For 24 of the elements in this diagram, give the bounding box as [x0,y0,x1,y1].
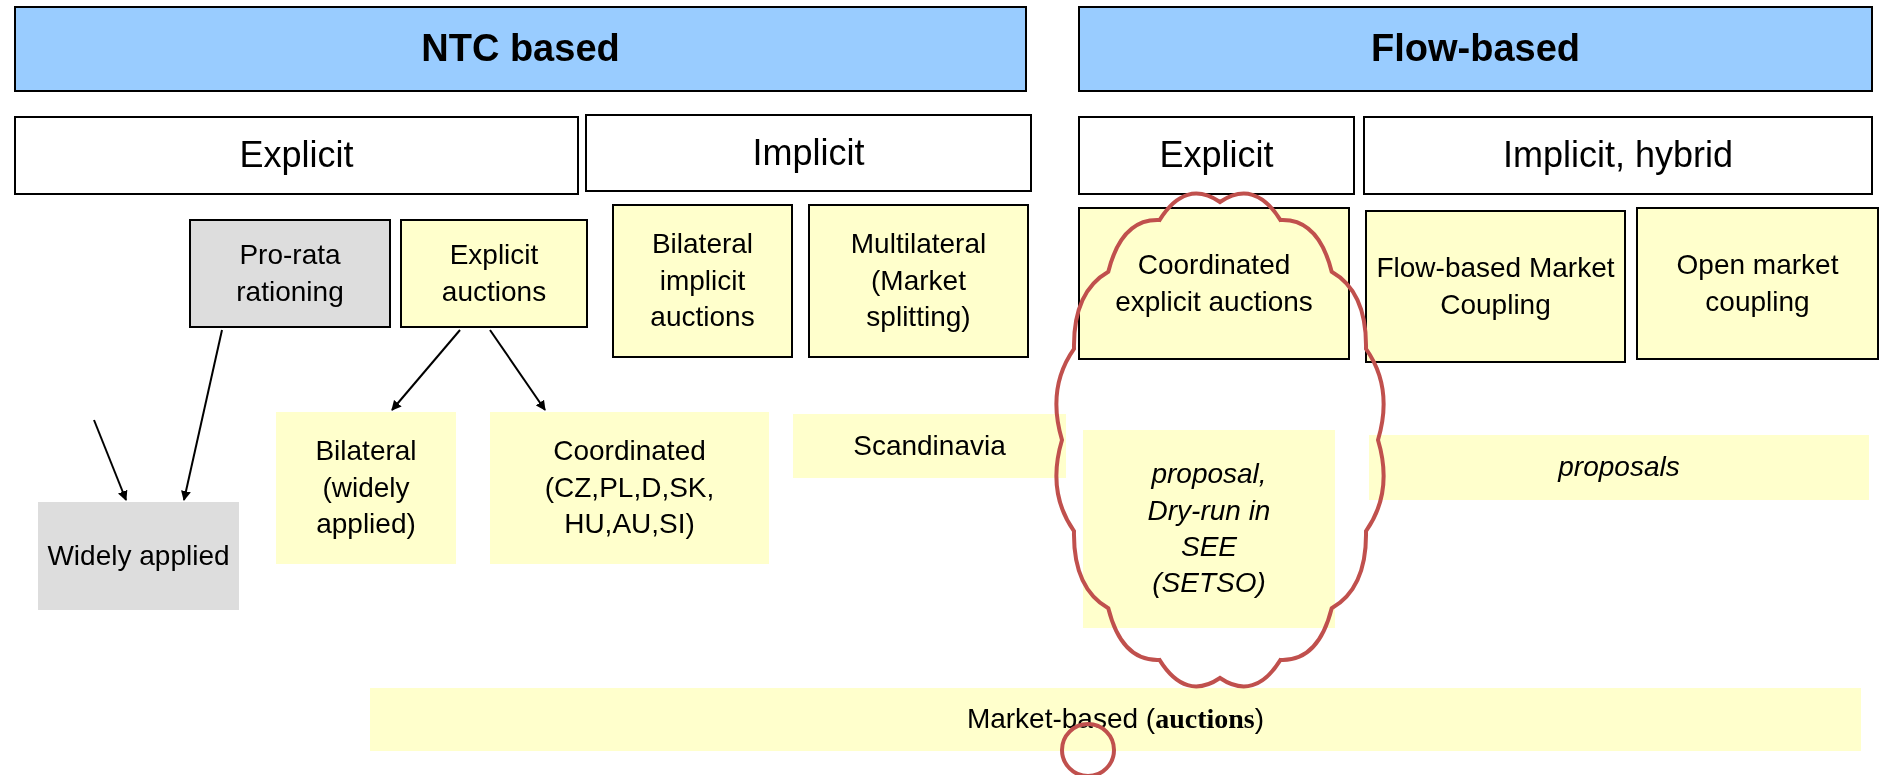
category-header: Explicit [1078,116,1355,195]
method-box: Pro-rata rationing [189,219,391,328]
method-box: Open market coupling [1636,207,1879,360]
status-box: proposals [1369,435,1869,500]
status-box: Widely applied [38,502,239,610]
method-box: Multilateral (Market splitting) [808,204,1029,358]
method-box: Explicit auctions [400,219,588,328]
status-box: Coordinated (CZ,PL,D,SK, HU,AU,SI) [490,412,769,564]
method-box: Bilateral implicit auctions [612,204,793,358]
category-header: Implicit [585,114,1032,192]
column-header: Flow-based [1078,6,1873,92]
arrow [489,329,546,411]
category-header: Implicit, hybrid [1363,116,1873,195]
arrow [93,419,128,501]
status-box: Scandinavia [793,414,1066,478]
method-box: Flow-based Market Coupling [1365,210,1626,363]
status-box: proposal, Dry-run in SEE (SETSO) [1083,430,1335,628]
category-header: Explicit [14,116,579,195]
status-box: Bilateral (widely applied) [276,412,456,564]
arrow [181,329,223,501]
banner-box: Market-based (auctions) [370,688,1861,751]
arrow [391,329,461,411]
method-box: Coordinated explicit auctions [1078,207,1350,360]
column-header: NTC based [14,6,1027,92]
